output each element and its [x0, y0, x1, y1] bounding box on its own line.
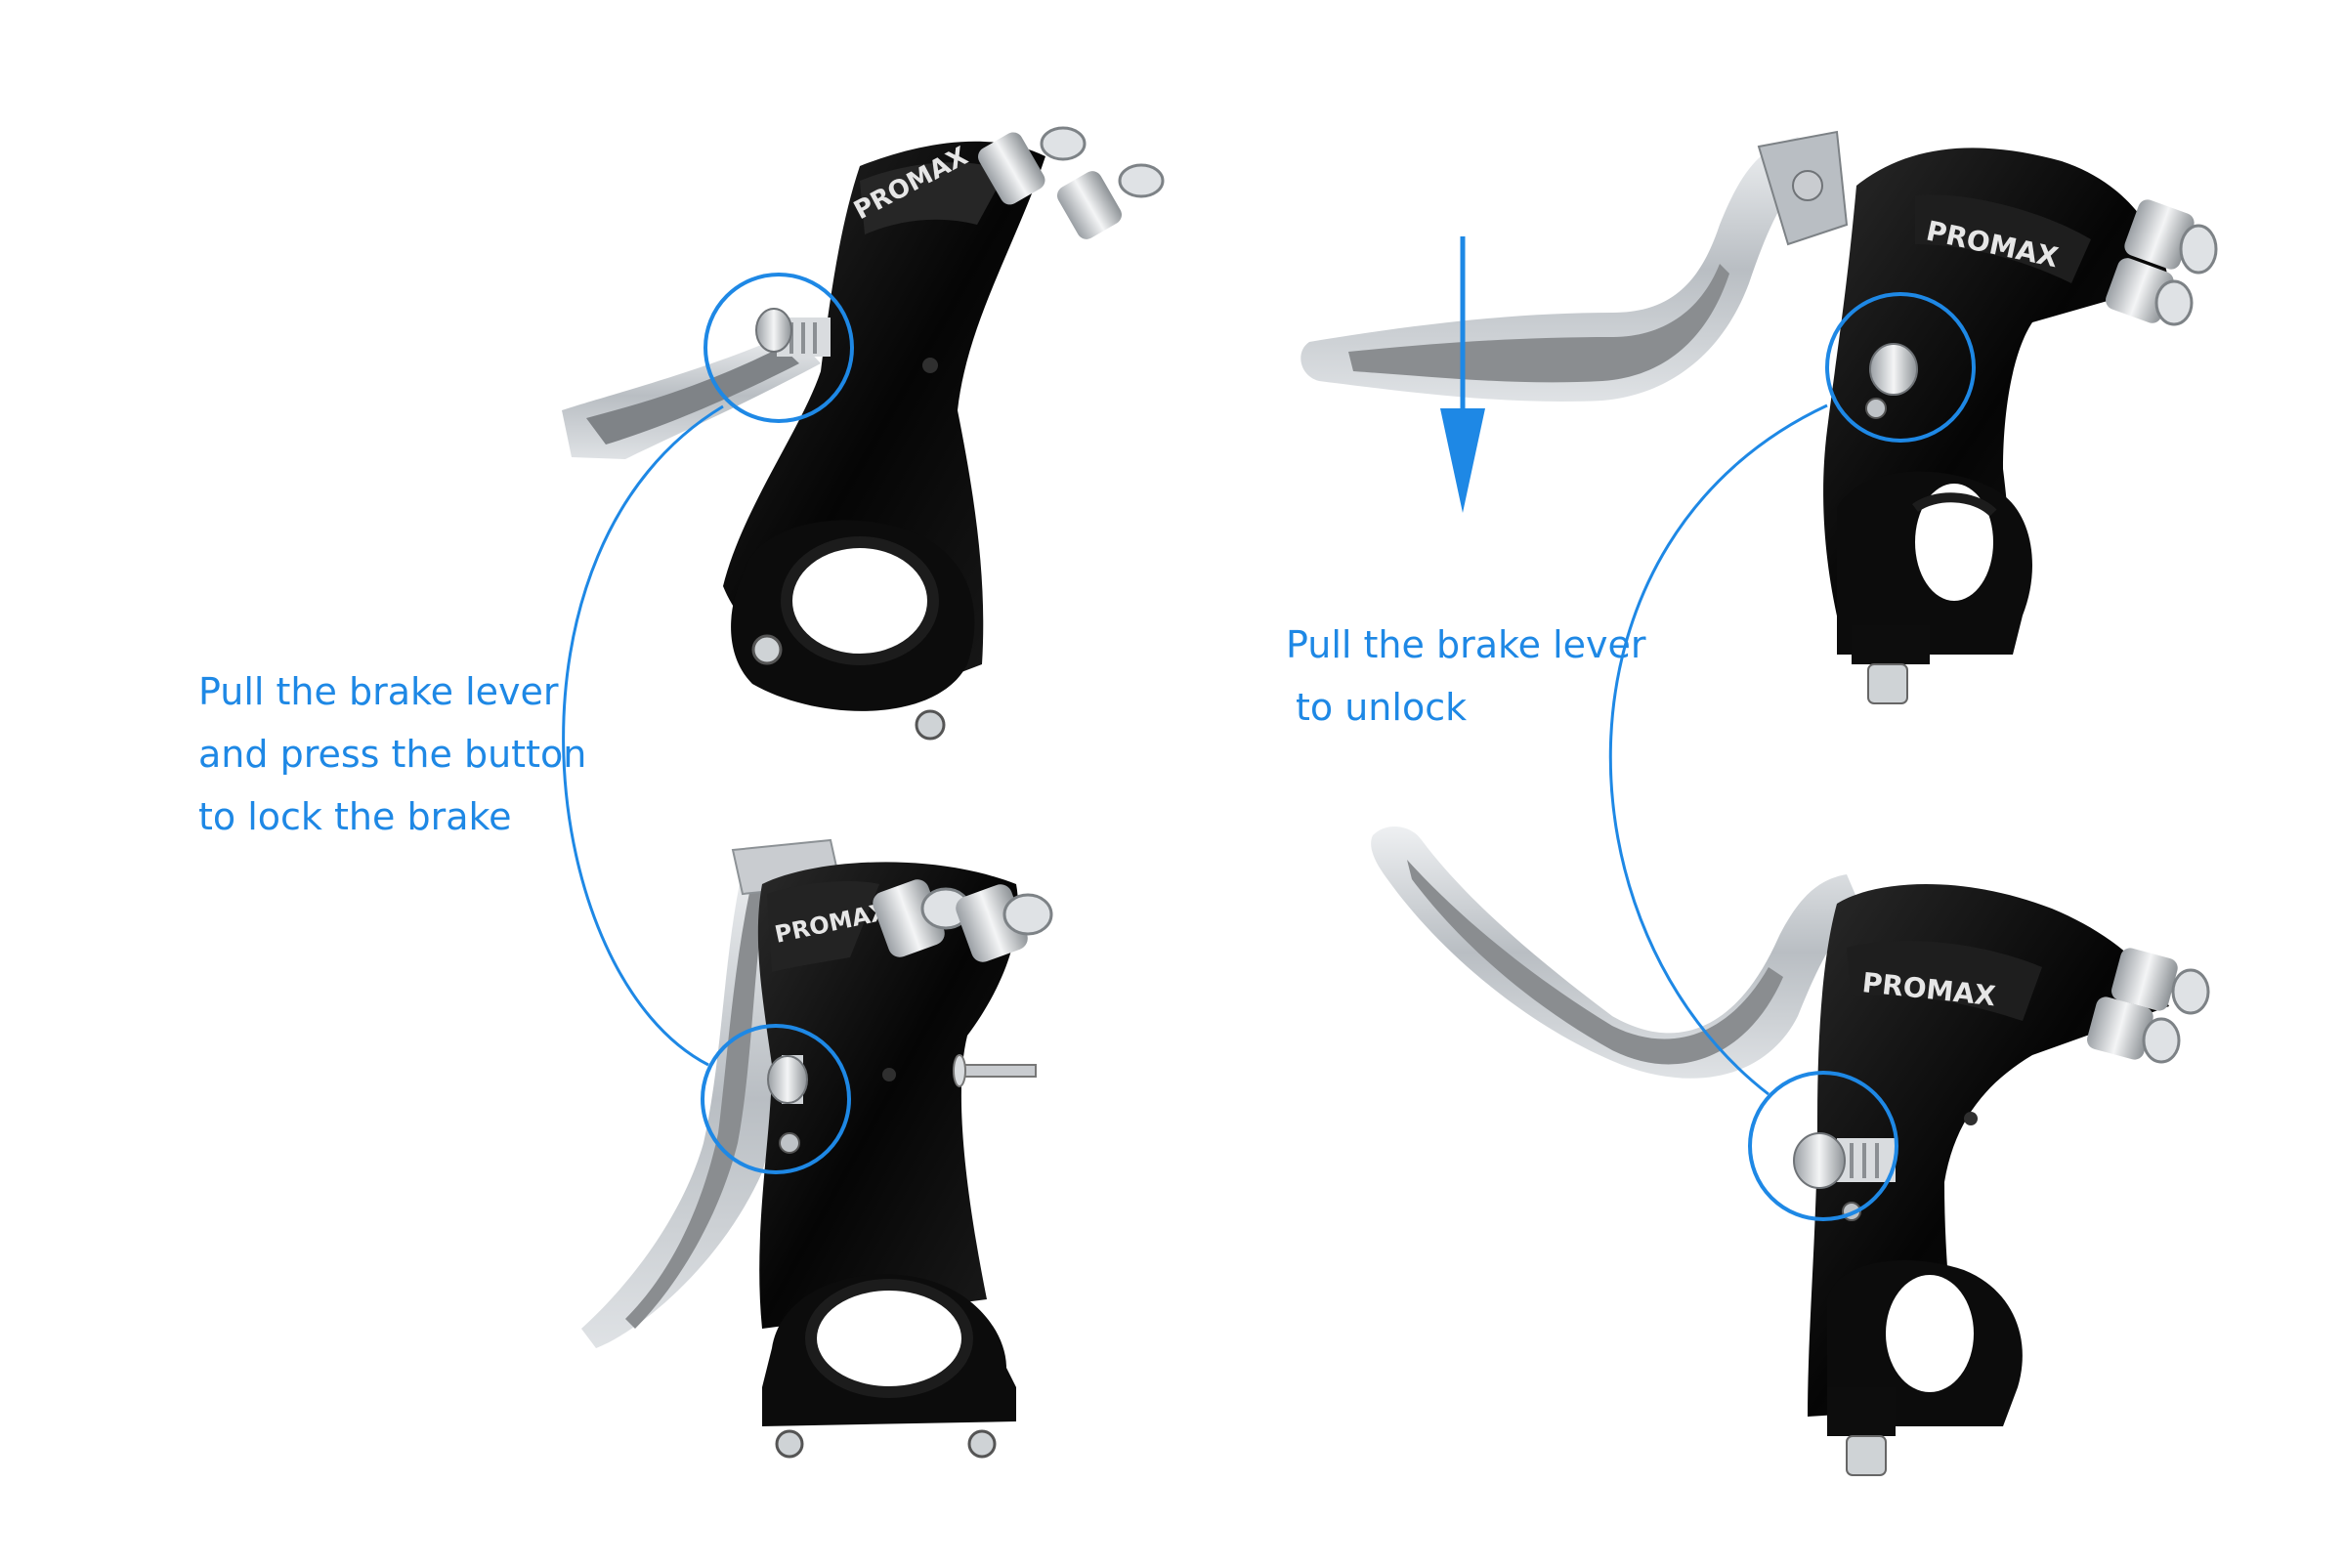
barrel-adjusters [2106, 199, 2218, 326]
highlight-circle-icon [1748, 1071, 1898, 1221]
unlock-instruction-caption: Pull the brake lever to unlock [1286, 614, 1646, 739]
lever-body [757, 862, 1018, 1329]
lock-button [1865, 343, 1918, 419]
caption-line: Pull the brake lever [198, 670, 559, 713]
annotations [562, 273, 1976, 1221]
lever-top-left: PROMAX [562, 126, 1165, 741]
highlight-circle-icon [701, 1024, 851, 1174]
highlight-circle-icon [704, 273, 854, 423]
down-arrow-icon [1440, 236, 1485, 513]
lock-instruction-caption: Pull the brake lever and press the butto… [198, 660, 586, 848]
barrel-adjusters [2087, 948, 2210, 1064]
barrel-adjusters [978, 126, 1165, 239]
lock-button [767, 1055, 808, 1154]
lock-button [1793, 1132, 1896, 1221]
lever-top-right: PROMAX [1300, 130, 2218, 704]
barrel-adjusters [873, 879, 1053, 962]
caption-line: to unlock [1296, 686, 1468, 729]
lever-bottom-left: PROMAX [581, 838, 1053, 1459]
caption-line: and press the button [198, 733, 587, 776]
lever-blade [581, 850, 784, 1348]
connector-curve-icon [562, 404, 724, 1067]
connector-curve-icon [1608, 403, 1828, 1096]
lock-button [755, 308, 831, 357]
highlight-circle-icon [1825, 292, 1976, 443]
caption-line: Pull the brake lever [1286, 623, 1646, 666]
lever-bottom-right: PROMAX [1371, 826, 2210, 1476]
caption-line: to lock the brake [198, 795, 512, 838]
